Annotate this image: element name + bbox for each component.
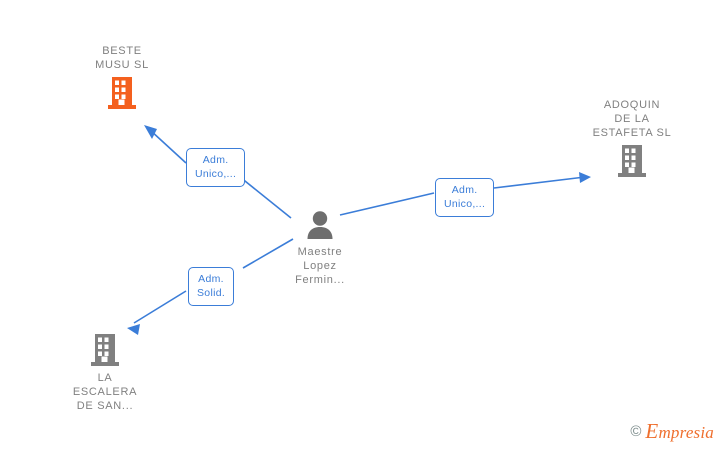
node-adoquin-estafeta[interactable]: ADOQUIN DE LA ESTAFETA SL (572, 98, 692, 179)
building-icon (108, 77, 136, 109)
node-beste-musu[interactable]: BESTE MUSU SL (62, 44, 182, 111)
node-label-adoquin-estafeta: ADOQUIN DE LA ESTAFETA SL (592, 99, 672, 139)
edge-label-la-escalera[interactable]: Adm. Solid. (188, 267, 235, 306)
building-icon (618, 145, 646, 177)
node-label-la-escalera: LA ESCALERA DE SAN... (72, 372, 138, 412)
copyright-icon: © (630, 423, 642, 440)
brand-initial: E (645, 419, 659, 443)
brand-logo: Empresia (645, 419, 714, 444)
node-la-escalera[interactable]: LA ESCALERA DE SAN... (45, 332, 165, 413)
person-icon (307, 211, 333, 239)
watermark: © Empresia (630, 419, 714, 444)
edge-label-adoquin[interactable]: Adm. Unico,... (435, 178, 495, 217)
brand-name: mpresia (658, 423, 714, 442)
edge-label-beste-musu[interactable]: Adm. Unico,... (186, 148, 246, 187)
arrowhead-icon (144, 125, 157, 139)
node-label-maestre-lopez: Maestre Lopez Fermin... (295, 246, 345, 286)
node-maestre-lopez[interactable]: Maestre Lopez Fermin... (260, 210, 380, 287)
building-icon (91, 334, 119, 366)
node-label-beste-musu: BESTE MUSU SL (95, 45, 149, 71)
